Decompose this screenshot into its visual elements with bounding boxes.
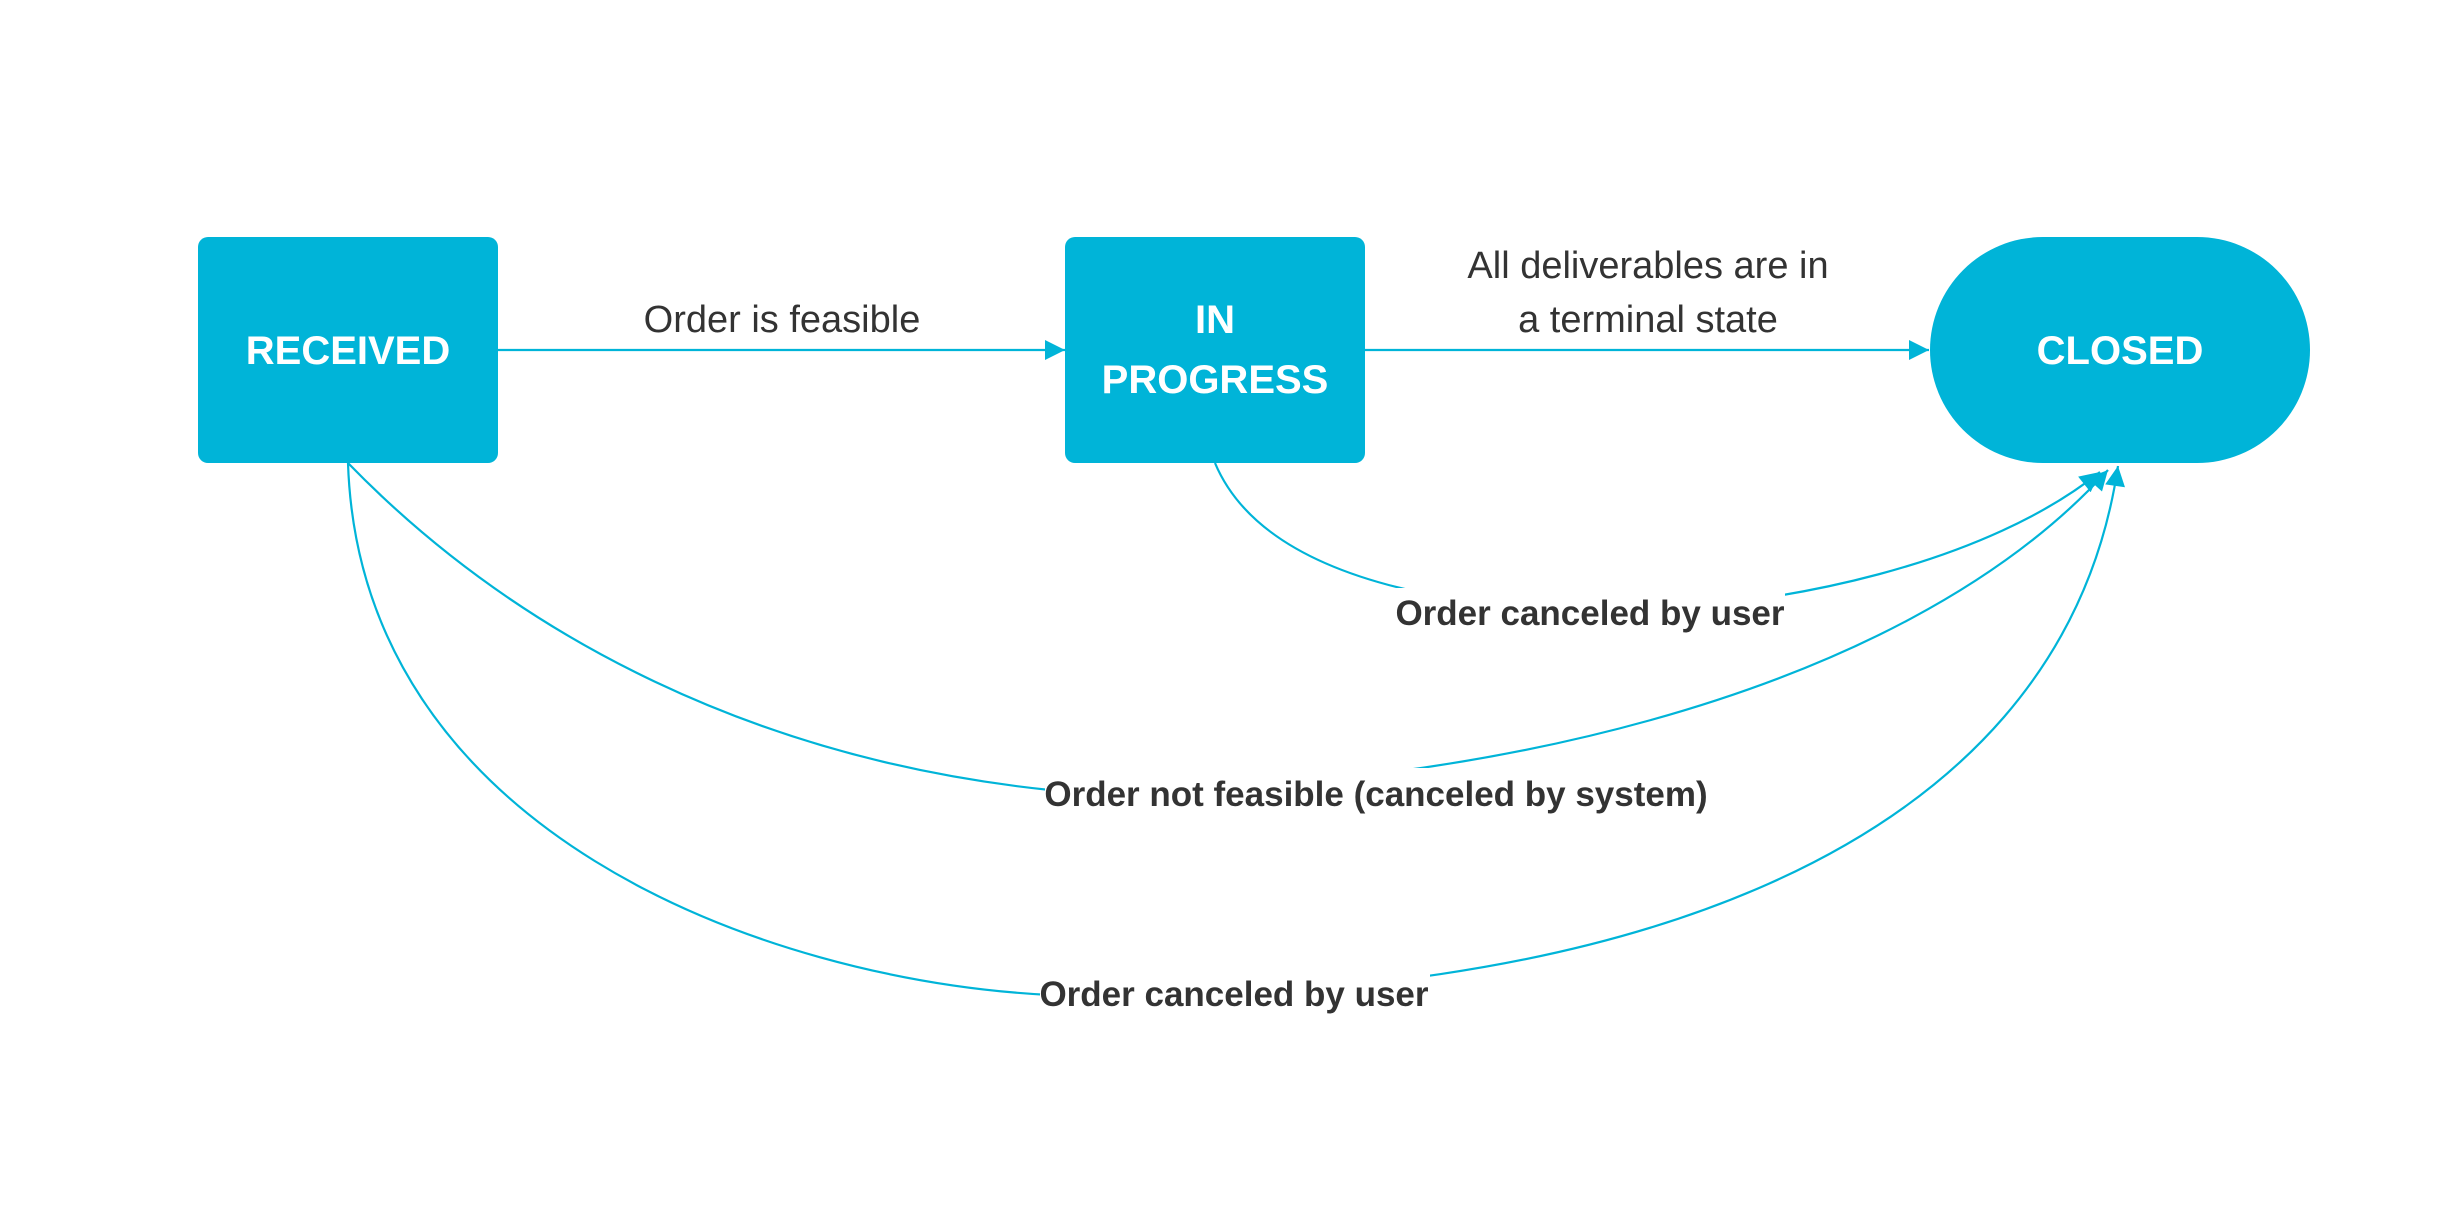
- node-in-progress: [1065, 237, 1365, 463]
- label-order-is-feasible: Order is feasible: [644, 299, 921, 341]
- label-bg-received-canceled: [1040, 968, 1430, 1016]
- node-in-progress-label-line1: IN: [1195, 298, 1235, 342]
- node-closed: [1930, 237, 2310, 463]
- label-bg-not-feasible: [1045, 768, 1705, 816]
- label-order-not-feasible: Order not feasible (canceled by system): [1044, 775, 1707, 814]
- node-received: [198, 237, 498, 463]
- node-closed-label: CLOSED: [2037, 329, 2204, 373]
- edge-received-canceled-by-user: [346, 462, 2125, 998]
- label-bg-in-progress-canceled: [1395, 588, 1785, 636]
- label-all-deliverables-line2: a terminal state: [1518, 299, 1778, 341]
- node-in-progress-label-line2: PROGRESS: [1102, 358, 1329, 402]
- label-all-deliverables-line1: All deliverables are in: [1467, 245, 1828, 287]
- node-received-label: RECEIVED: [246, 329, 451, 373]
- edge-received-not-feasible: [347, 462, 2109, 792]
- label-in-progress-canceled-by-user: Order canceled by user: [1395, 594, 1784, 633]
- label-received-canceled-by-user: Order canceled by user: [1039, 975, 1428, 1014]
